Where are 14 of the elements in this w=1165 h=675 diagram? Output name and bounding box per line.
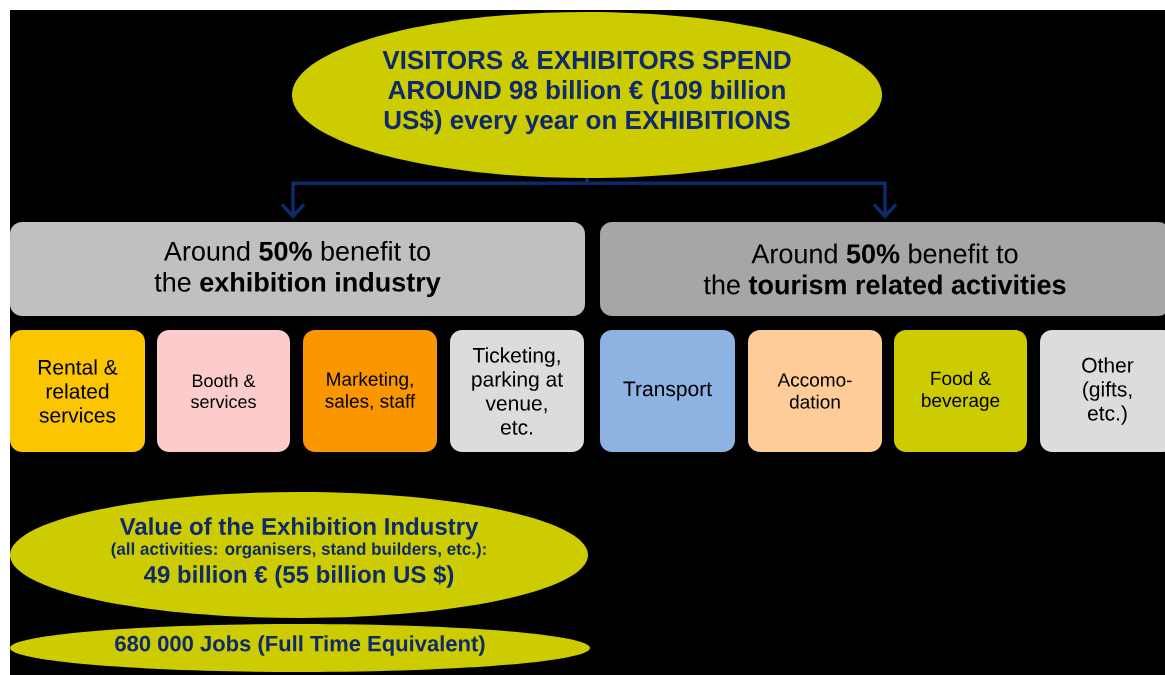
item-box: Marketing, sales, staff bbox=[303, 330, 437, 452]
item-box: Rental & related services bbox=[10, 330, 145, 452]
item-box: Transport bbox=[600, 330, 735, 452]
ellipse-callout: VISITORS & EXHIBITORS SPEND AROUND 98 billion € (109 billion US$) every year on EXHIBITIONS bbox=[292, 12, 882, 178]
item-box: Booth & services bbox=[157, 330, 290, 452]
item-box: Food & beverage bbox=[894, 330, 1027, 452]
ellipse-callout: Value of the Exhibition Industry (all activities: organisers, stand builders, etc.): 49 billion € (55 billion US $) bbox=[10, 492, 588, 618]
item-box: Accomo-dation bbox=[748, 330, 882, 452]
arrow bbox=[585, 178, 898, 219]
item-box: Ticketing, parking at venue, etc. bbox=[450, 330, 584, 452]
category-box: Around 50% benefit to the exhibition industry bbox=[10, 222, 585, 316]
ellipse-callout: 680 000 Jobs (Full Time Equivalent) bbox=[10, 624, 590, 672]
category-box: Around 50% benefit to the tourism related activities bbox=[600, 222, 1165, 316]
item-box: Other (gifts, etc.) bbox=[1040, 330, 1165, 452]
